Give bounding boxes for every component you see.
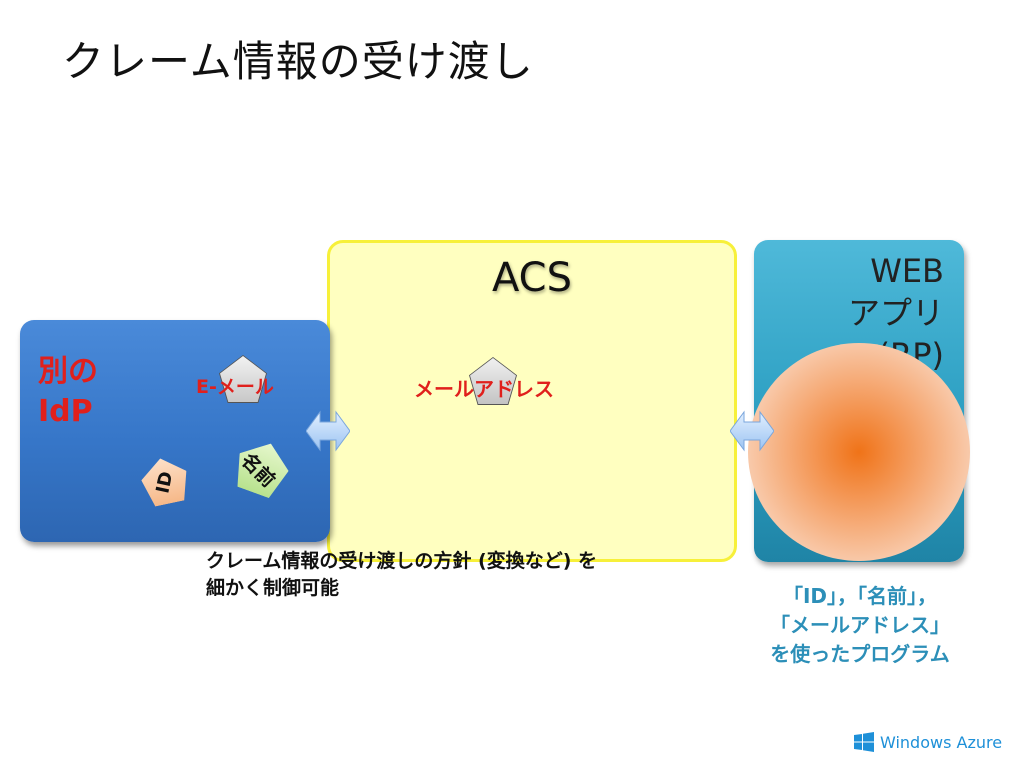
program-note-line1: 「ID」，「名前」， <box>782 584 938 608</box>
idp-box <box>20 320 330 542</box>
brand-text: Windows Azure <box>880 732 1003 752</box>
id-claim-label: ID <box>152 469 178 496</box>
policy-note-line1: クレーム情報の受け渡しの方針 (変換など) を <box>206 550 598 572</box>
brand: Windows Azure <box>854 732 1002 752</box>
acs-mail-claim-label: メールアドレス <box>414 377 554 401</box>
idp-label-line1: 別の <box>38 354 98 389</box>
program-note-line3: を使ったプログラム <box>770 642 950 666</box>
program-note-line2: 「メールアドレス」 <box>770 613 950 637</box>
program-glow <box>748 343 970 561</box>
acs-title: ACS <box>492 255 572 301</box>
idp-label: 別の IdP <box>38 352 98 432</box>
windows-logo-icon <box>854 732 874 752</box>
email-claim-label: E-メール <box>196 376 274 398</box>
program-note: 「ID」，「名前」， 「メールアドレス」 を使ったプログラム <box>736 582 984 669</box>
slide-title: クレーム情報の受け渡し <box>62 37 534 86</box>
policy-note: クレーム情報の受け渡しの方針 (変換など) を 細かく制御可能 <box>206 548 597 602</box>
webapp-title-line1: WEB <box>870 252 944 290</box>
policy-note-line2: 細かく制御可能 <box>206 577 340 599</box>
acs-box: ACS <box>327 240 737 562</box>
idp-label-line2: IdP <box>38 394 93 429</box>
double-arrow-icon <box>306 410 350 452</box>
double-arrow-icon <box>730 410 774 452</box>
webapp-title-line2: アプリ <box>847 294 944 332</box>
